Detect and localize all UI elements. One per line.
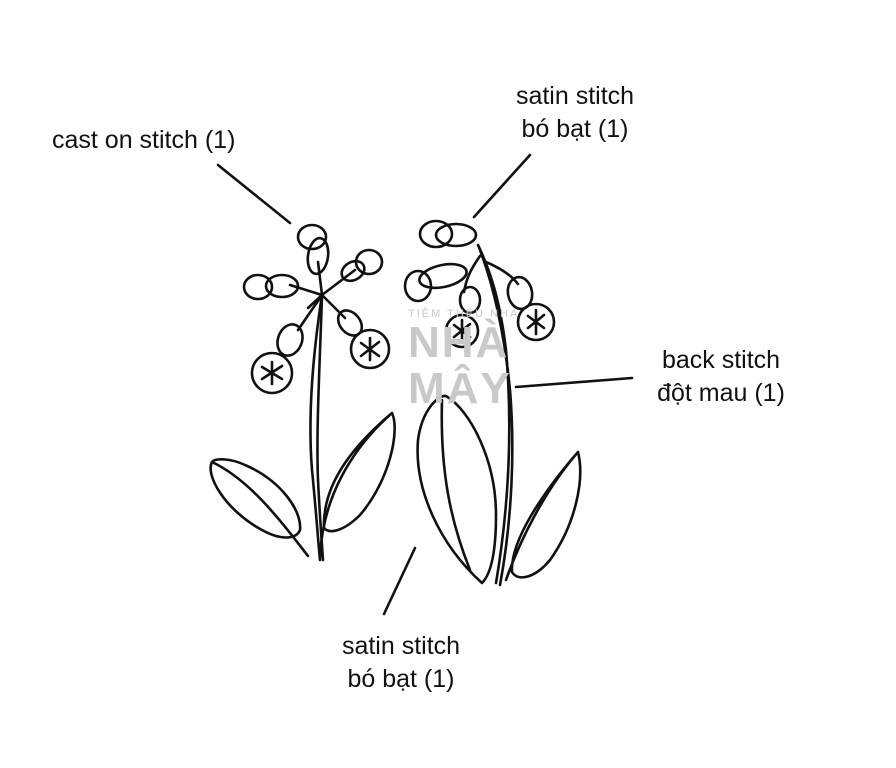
label-satin-stitch-top: satin stitch bó bạt (1) (500, 80, 650, 146)
label-satin-top-line-1: satin stitch (515, 82, 635, 110)
left-leaf-1 (209, 458, 310, 558)
label-back-line-2: đột mau (1) (657, 379, 785, 407)
right-leaf-small (504, 450, 582, 582)
leader-satin-bottom (382, 546, 417, 616)
label-satin-bottom-line-1: satin stitch (341, 632, 461, 660)
right-leaf-big (416, 394, 498, 585)
left-leaf-2 (318, 411, 396, 560)
label-satin-bottom-line-2: bó bạt (1) (347, 665, 455, 693)
leader-cast-on (216, 163, 292, 225)
left-stem (309, 293, 324, 562)
label-cast-on-text: cast on stitch (1) (52, 126, 236, 154)
label-back-line-1: back stitch (661, 346, 781, 374)
leader-back-stitch (514, 376, 634, 389)
left-plant (209, 223, 396, 562)
label-satin-stitch-bottom: satin stitch bó bạt (1) (326, 630, 476, 696)
leader-satin-top (472, 153, 532, 219)
label-cast-on-stitch: cast on stitch (1) (52, 124, 235, 157)
label-satin-top-line-2: bó bạt (1) (521, 115, 629, 143)
right-plant (403, 219, 582, 587)
label-back-stitch: back stitch đột mau (1) (636, 344, 806, 410)
